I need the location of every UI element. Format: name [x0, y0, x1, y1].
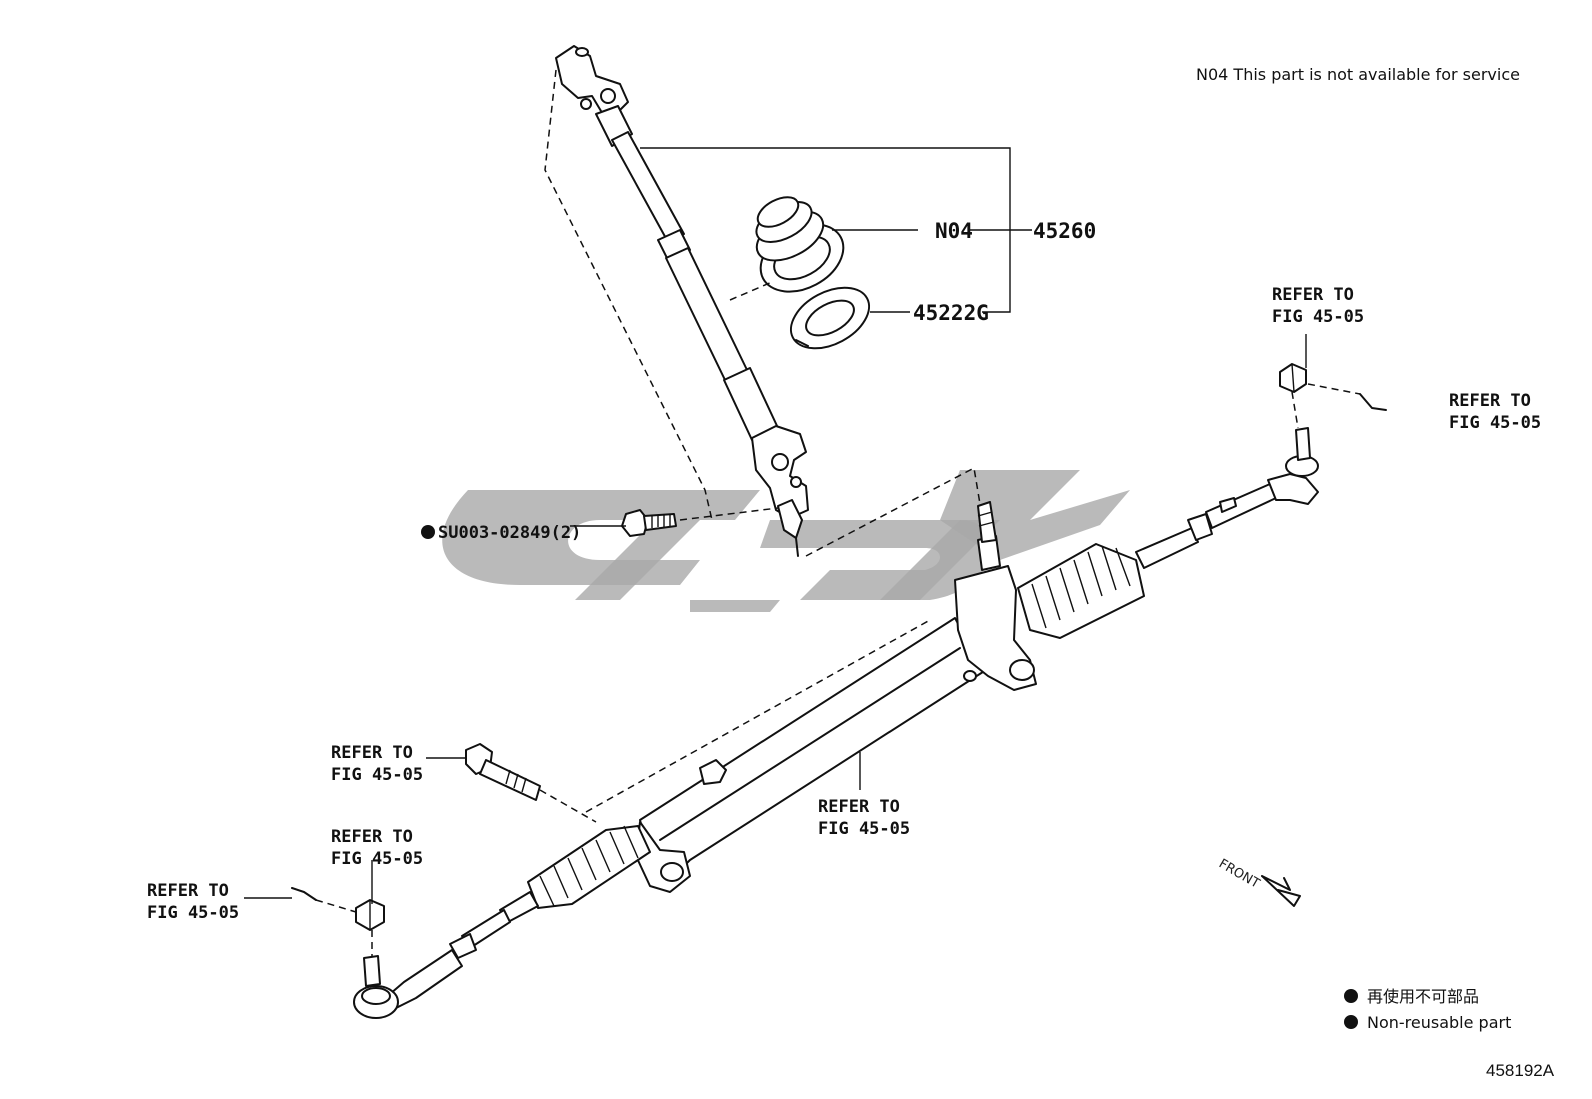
svg-text:FIG 45-05: FIG 45-05 — [331, 849, 423, 869]
svg-text:FIG 45-05: FIG 45-05 — [818, 819, 910, 839]
svg-text:REFER TO: REFER TO — [331, 827, 413, 847]
svg-text:REFER TO: REFER TO — [331, 743, 413, 763]
label-boot-n04: N04 — [935, 219, 973, 243]
legend-marker-jp-icon — [1344, 989, 1358, 1003]
refer-rack: REFER TO FIG 45-05 — [818, 797, 910, 839]
steering-boot — [755, 196, 845, 293]
label-assembly-45260: 45260 — [1033, 219, 1096, 243]
refer-left-nut: REFER TO FIG 45-05 — [331, 827, 423, 869]
intermediate-shaft — [555, 45, 809, 557]
right-tie-rod-end — [1267, 363, 1319, 505]
non-reusable-marker-icon — [421, 525, 435, 539]
dashed-assembly-lines — [315, 69, 1361, 956]
legend-en: Non-reusable part — [1367, 1013, 1511, 1032]
label-bolt-su003: SU003-02849(2) — [438, 523, 581, 543]
legend-jp: 再使用不可部品 — [1367, 987, 1479, 1006]
front-arrow-icon — [1261, 875, 1301, 907]
svg-text:REFER TO: REFER TO — [1272, 285, 1354, 305]
right-rack-boot — [1017, 483, 1277, 639]
svg-text:REFER TO: REFER TO — [1449, 391, 1531, 411]
refer-right-nut: REFER TO FIG 45-05 — [1272, 285, 1364, 327]
svg-text:REFER TO: REFER TO — [818, 797, 900, 817]
service-note: N04 This part is not available for servi… — [1196, 65, 1520, 84]
refer-mount-bolt: REFER TO FIG 45-05 — [331, 743, 423, 785]
refer-right-pin: REFER TO FIG 45-05 — [1449, 391, 1541, 433]
rack-mount-bolt — [465, 743, 541, 801]
leader-lines — [244, 147, 1307, 904]
figure-code: 458192A — [1486, 1061, 1555, 1080]
left-tie-rod-end — [353, 899, 463, 1019]
steering-rack — [635, 501, 1037, 893]
left-rack-boot — [449, 825, 651, 959]
shaft-bolt — [621, 509, 677, 537]
legend-marker-en-icon — [1344, 1015, 1358, 1029]
svg-text:FIG 45-05: FIG 45-05 — [1272, 307, 1364, 327]
label-seal-45222g: 45222G — [913, 301, 989, 325]
legend: 再使用不可部品 Non-reusable part — [1344, 987, 1511, 1032]
front-label: FRONT — [1216, 856, 1262, 891]
steering-seal — [789, 286, 871, 350]
svg-text:FIG 45-05: FIG 45-05 — [331, 765, 423, 785]
svg-text:REFER TO: REFER TO — [147, 881, 229, 901]
watermark-logo — [442, 470, 1130, 612]
svg-text:FIG 45-05: FIG 45-05 — [147, 903, 239, 923]
cotter-pins — [291, 393, 1387, 901]
refer-left-pin: REFER TO FIG 45-05 — [147, 881, 239, 923]
svg-text:FIG 45-05: FIG 45-05 — [1449, 413, 1541, 433]
